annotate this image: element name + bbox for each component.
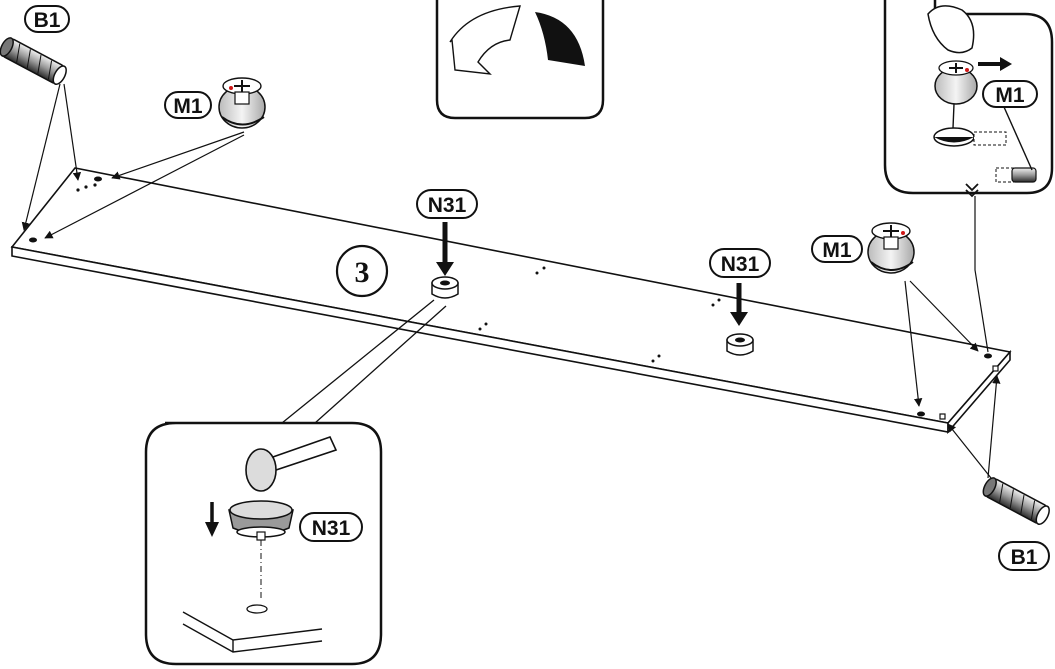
svg-text:3: 3 bbox=[355, 256, 370, 289]
label-n31-a: N31 bbox=[416, 189, 478, 219]
svg-text:N31: N31 bbox=[721, 253, 760, 276]
main-panel bbox=[10, 167, 1012, 435]
svg-text:N31: N31 bbox=[428, 194, 467, 217]
label-m1-left: M1 bbox=[164, 91, 212, 119]
cam-insert-detail bbox=[883, 0, 1054, 195]
cam-lock-m1-right bbox=[867, 222, 915, 274]
svg-text:M1: M1 bbox=[822, 239, 851, 262]
svg-text:M1: M1 bbox=[173, 95, 202, 118]
label-m1-detail: M1 bbox=[982, 80, 1038, 108]
svg-text:N31: N31 bbox=[312, 517, 351, 540]
dowel-b1-left bbox=[0, 37, 67, 86]
label-n31-b: N31 bbox=[709, 248, 771, 278]
label-b1-left: B1 bbox=[24, 5, 70, 33]
foot-n31-b bbox=[726, 283, 754, 356]
label-m1-right: M1 bbox=[811, 235, 863, 263]
step-number: 3 bbox=[335, 244, 389, 298]
label-b1-right: B1 bbox=[998, 541, 1050, 571]
svg-text:M1: M1 bbox=[995, 84, 1024, 107]
foot-n31-a bbox=[431, 222, 459, 299]
cam-lock-m1-left bbox=[218, 77, 266, 129]
detail-pointer-icon bbox=[965, 183, 989, 353]
svg-text:B1: B1 bbox=[34, 9, 61, 32]
pointer-arrows bbox=[21, 83, 1001, 479]
rotate-panel-icon bbox=[435, 0, 605, 120]
svg-text:B1: B1 bbox=[1011, 546, 1038, 569]
foot-install-detail bbox=[144, 299, 447, 666]
dowel-b1-right bbox=[982, 477, 1050, 526]
label-n31-detail: N31 bbox=[299, 512, 363, 542]
